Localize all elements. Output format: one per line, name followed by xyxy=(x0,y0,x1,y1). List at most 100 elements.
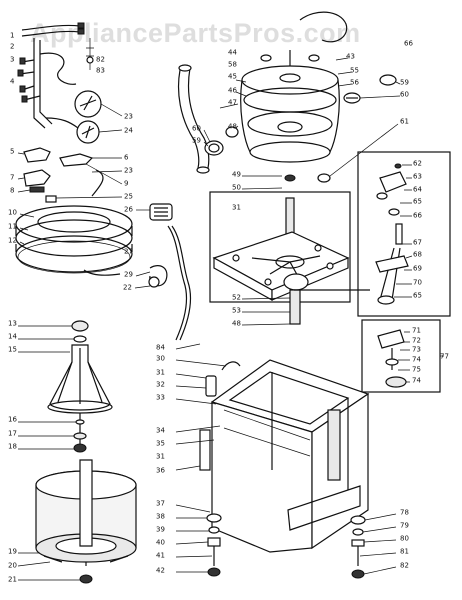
lid-switch xyxy=(17,147,123,203)
part-callout-37: 37 xyxy=(156,500,165,508)
part-callout-8: 8 xyxy=(10,187,14,195)
part-callout-65: 65 xyxy=(413,198,422,206)
tub-cover xyxy=(15,205,133,276)
part-callout-33: 33 xyxy=(156,394,165,402)
part-callout-60: 60 xyxy=(192,125,201,133)
detail-box-pulley xyxy=(361,319,444,393)
part-callout-23: 23 xyxy=(124,113,133,121)
part-callout-16: 16 xyxy=(8,416,17,424)
spin-basket xyxy=(17,459,137,584)
part-callout-44: 44 xyxy=(228,49,237,57)
part-callout-24: 24 xyxy=(124,127,133,135)
part-callout-20: 20 xyxy=(8,562,17,570)
part-callout-84: 84 xyxy=(156,344,165,352)
part-callout-71: 71 xyxy=(412,327,421,335)
part-callout-27: 27 xyxy=(124,248,133,256)
part-callout-15: 15 xyxy=(8,346,17,354)
part-callout-74: 74 xyxy=(412,356,421,364)
part-callout-62: 62 xyxy=(413,160,422,168)
part-callout-35: 35 xyxy=(156,440,165,448)
part-callout-78: 78 xyxy=(400,509,409,517)
part-callout-32: 32 xyxy=(156,381,165,389)
part-callout-labels: 1234567891011121314151617181920212223232… xyxy=(8,32,449,584)
part-callout-31: 31 xyxy=(232,204,241,212)
part-callout-6: 6 xyxy=(124,154,129,162)
part-callout-40: 40 xyxy=(156,539,165,547)
part-callout-81: 81 xyxy=(400,548,409,556)
part-callout-48: 48 xyxy=(232,320,241,328)
part-callout-41: 41 xyxy=(156,552,165,560)
part-callout-69: 69 xyxy=(413,265,422,273)
part-callout-52: 52 xyxy=(232,294,241,302)
part-callout-10: 10 xyxy=(8,209,17,217)
part-callout-72: 72 xyxy=(412,337,421,345)
part-callout-46: 46 xyxy=(228,87,237,95)
part-callout-61: 61 xyxy=(400,118,409,126)
part-callout-14: 14 xyxy=(8,333,17,341)
watermark: AppliancePartsPros.com xyxy=(30,18,361,48)
part-callout-31: 31 xyxy=(156,369,165,377)
part-callout-55: 55 xyxy=(350,67,359,75)
part-callout-73: 73 xyxy=(412,346,421,354)
part-callout-74: 74 xyxy=(412,377,421,385)
part-callout-53: 53 xyxy=(232,307,241,315)
part-callout-23: 23 xyxy=(124,167,133,175)
part-callout-67: 67 xyxy=(413,239,422,247)
part-callout-63: 63 xyxy=(413,173,422,181)
agitator-assembly xyxy=(18,320,113,453)
part-callout-38: 38 xyxy=(156,513,165,521)
part-callout-11: 11 xyxy=(8,223,17,231)
drain-hose xyxy=(134,225,192,341)
wiring-harness xyxy=(17,22,94,129)
part-callout-83: 83 xyxy=(96,67,105,75)
part-callout-65: 65 xyxy=(413,292,422,300)
part-callout-48: 48 xyxy=(228,123,237,131)
leveling-legs xyxy=(175,504,397,579)
part-callout-70: 70 xyxy=(413,279,422,287)
detail-box-brake xyxy=(357,151,451,317)
part-callout-1: 1 xyxy=(10,32,14,40)
transmission-mount xyxy=(209,174,370,326)
part-callout-68: 68 xyxy=(413,251,422,259)
clamp-parts xyxy=(317,74,401,183)
part-callout-59: 59 xyxy=(192,137,201,145)
part-callout-5: 5 xyxy=(10,148,14,156)
part-callout-34: 34 xyxy=(156,427,165,435)
part-callout-19: 19 xyxy=(8,548,17,556)
part-callout-42: 42 xyxy=(156,567,165,575)
part-callout-59: 59 xyxy=(400,79,409,87)
part-callout-77: 77 xyxy=(440,353,449,361)
part-callout-2: 2 xyxy=(10,43,14,51)
part-callout-36: 36 xyxy=(156,467,165,475)
switch-detail-23 xyxy=(74,90,123,118)
part-callout-3: 3 xyxy=(10,56,14,64)
part-callout-12: 12 xyxy=(8,237,17,245)
part-callout-60: 60 xyxy=(400,91,409,99)
part-callout-30: 30 xyxy=(156,355,165,363)
part-callout-58: 58 xyxy=(228,61,237,69)
part-callout-66: 66 xyxy=(413,212,422,220)
part-callout-82: 82 xyxy=(400,562,409,570)
part-callout-39: 39 xyxy=(156,526,165,534)
part-callout-56: 56 xyxy=(350,79,359,87)
part-callout-45: 45 xyxy=(228,73,237,81)
part-callout-49: 49 xyxy=(232,171,241,179)
pump-motor-small xyxy=(136,203,173,221)
part-callout-64: 64 xyxy=(413,186,422,194)
part-callout-9: 9 xyxy=(124,180,128,188)
inlet-hose xyxy=(177,64,239,174)
part-callout-21: 21 xyxy=(8,576,17,584)
part-callout-66: 66 xyxy=(404,40,413,48)
part-callout-22: 22 xyxy=(123,284,132,292)
part-callout-47: 47 xyxy=(228,99,237,107)
part-callout-25: 25 xyxy=(124,193,133,201)
part-callout-50: 50 xyxy=(232,184,241,192)
part-callout-26: 26 xyxy=(124,206,133,214)
part-callout-75: 75 xyxy=(412,366,421,374)
part-callout-18: 18 xyxy=(8,443,17,451)
part-callout-31: 31 xyxy=(156,453,165,461)
part-callout-17: 17 xyxy=(8,430,17,438)
part-callout-13: 13 xyxy=(8,320,17,328)
switch-detail-24 xyxy=(76,120,123,144)
